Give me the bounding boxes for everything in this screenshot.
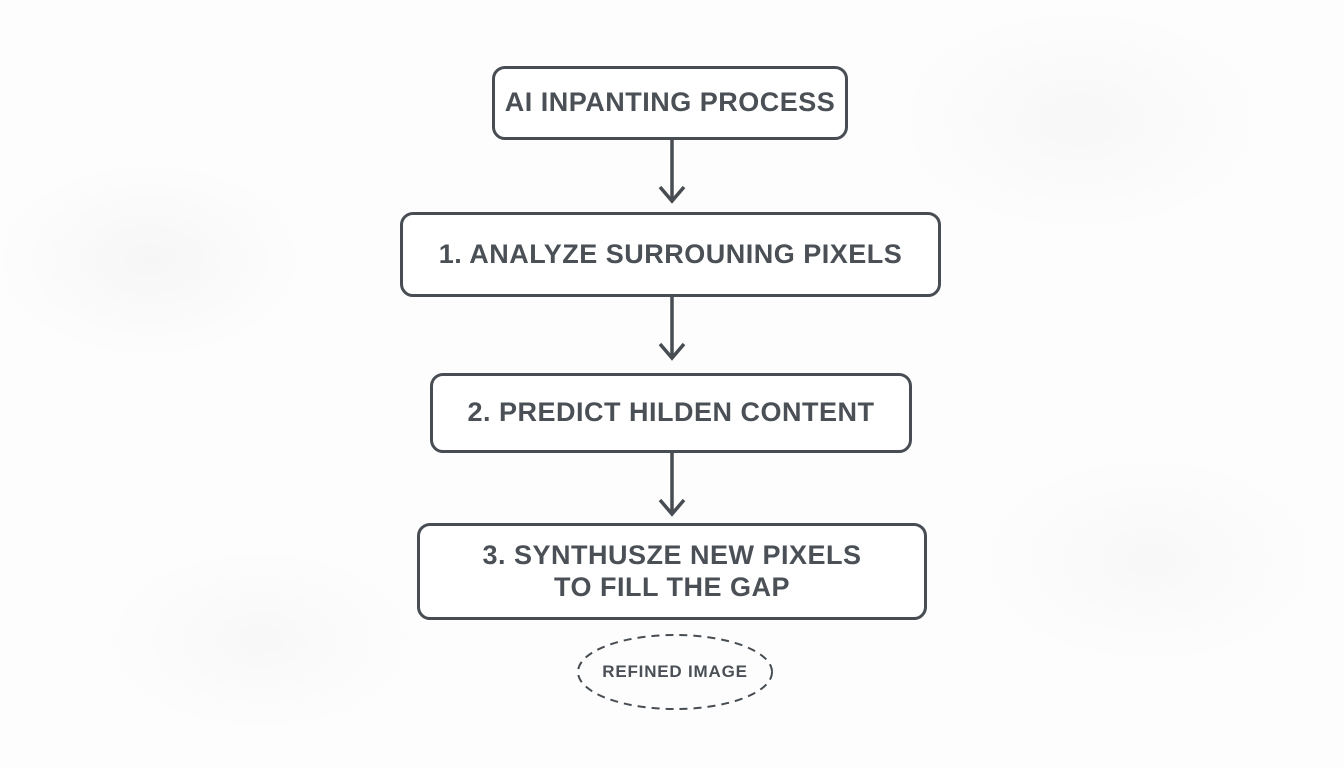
- dashed-ellipse-icon: [577, 634, 773, 710]
- arrow-down-icon: [658, 139, 686, 204]
- step-label: 1. ANALYZE SURROUNING PIXELS: [438, 238, 903, 269]
- step-box-synthesize: 3. SYNTHUSZE NEW PIXELS TO FILL THE GAP: [417, 523, 927, 620]
- arrow-down-icon: [658, 452, 686, 517]
- flowchart-title: AI INPANTING PROCESS: [504, 87, 836, 118]
- result-terminal: REFINED IMAGE: [575, 632, 775, 712]
- step-label: 3. SYNTHUSZE NEW PIXELS TO FILL THE GAP: [482, 539, 862, 602]
- result-label: REFINED IMAGE: [602, 662, 748, 681]
- step-box-analyze: 1. ANALYZE SURROUNING PIXELS: [400, 212, 941, 297]
- step-label: 2. PREDICT HILDEN CONTENT: [467, 397, 875, 428]
- step-box-predict: 2. PREDICT HILDEN CONTENT: [430, 373, 912, 453]
- flowchart-title-box: AI INPANTING PROCESS: [492, 66, 848, 140]
- arrow-down-icon: [658, 296, 686, 361]
